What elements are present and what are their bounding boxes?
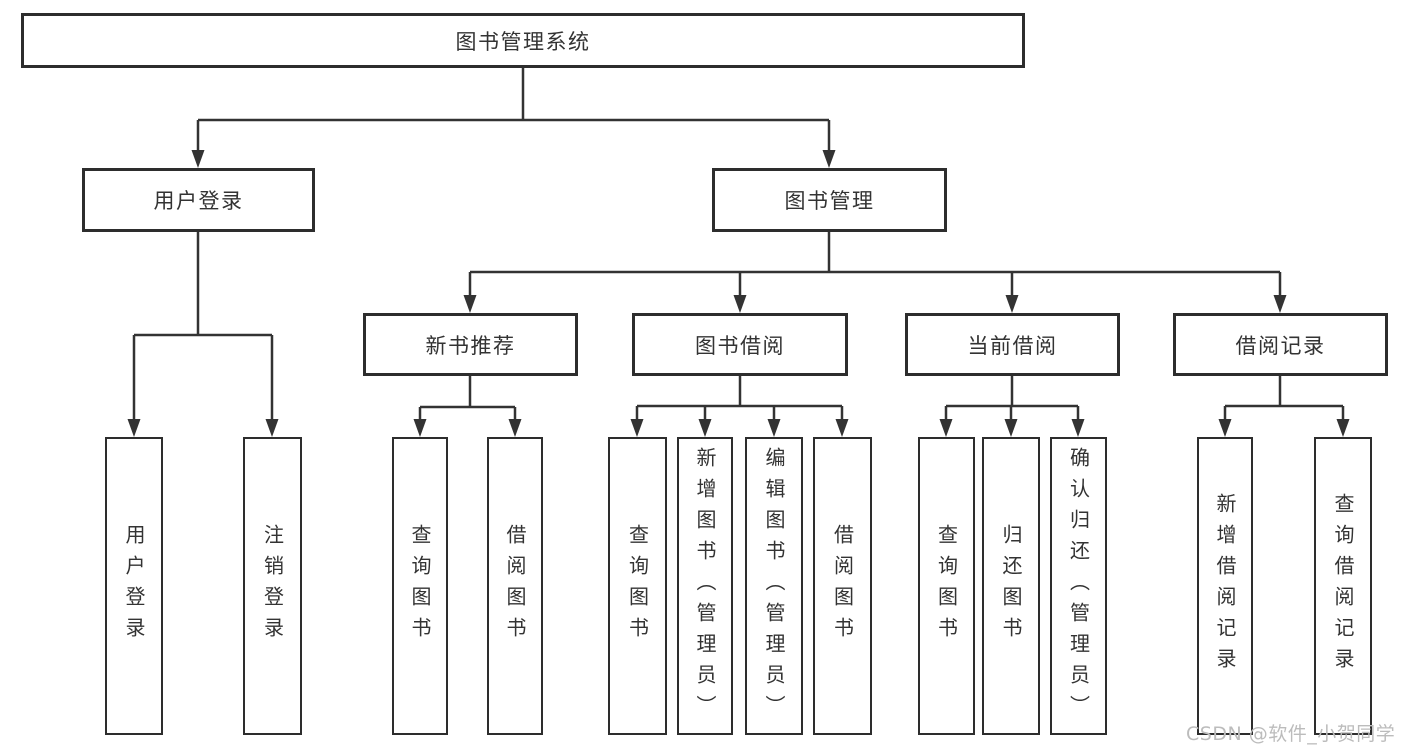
node-library-management-system-label: 图书管理系统	[455, 29, 591, 54]
leaf-return-book: 归还图书	[982, 437, 1040, 735]
arrowhead-icons	[127, 150, 1350, 437]
node-borrowing-records: 借阅记录	[1173, 313, 1388, 376]
leaf-add-book-admin: 新增图书（管理员）	[677, 437, 733, 735]
leaf-query-book-label: 查询图书	[934, 524, 959, 648]
leaf-edit-book-admin: 编辑图书（管理员）	[745, 437, 803, 735]
leaf-add-book-admin-label: 新增图书（管理员）	[693, 446, 717, 726]
leaf-query-book-under-current: 查询图书	[918, 437, 975, 735]
node-new-book-recommend-label: 新书推荐	[425, 333, 516, 358]
node-new-book-recommend: 新书推荐	[363, 313, 578, 376]
leaf-query-borrow-record: 查询借阅记录	[1314, 437, 1372, 735]
node-current-borrowing: 当前借阅	[905, 313, 1120, 376]
node-book-management: 图书管理	[712, 168, 947, 232]
node-book-borrowing: 图书借阅	[632, 313, 848, 376]
node-borrowing-records-label: 借阅记录	[1235, 333, 1326, 358]
leaf-add-borrow-record-label: 新增借阅记录	[1213, 493, 1237, 679]
leaf-query-book-under-recommend: 查询图书	[392, 437, 448, 735]
node-user-login-label: 用户登录	[153, 189, 244, 213]
node-book-management-label: 图书管理	[784, 189, 875, 213]
leaf-return-book-label: 归还图书	[999, 524, 1023, 648]
leaf-user-login-label: 用户登录	[122, 524, 146, 648]
leaf-edit-book-admin-label: 编辑图书（管理员）	[762, 446, 786, 726]
leaf-user-login: 用户登录	[105, 437, 163, 735]
leaf-borrow-book-under-recommend: 借阅图书	[487, 437, 543, 735]
leaf-confirm-return-admin-label: 确认归还（管理员）	[1066, 446, 1091, 726]
leaf-borrow-book-label: 借阅图书	[503, 524, 527, 648]
csdn-watermark: CSDN @软件_小贺同学	[1186, 723, 1396, 745]
leaf-borrow-book-under-borrowing: 借阅图书	[813, 437, 872, 735]
leaf-query-borrow-record-label: 查询借阅记录	[1331, 493, 1355, 679]
node-book-borrowing-label: 图书借阅	[695, 333, 785, 358]
node-library-management-system: 图书管理系统	[21, 13, 1025, 68]
leaf-add-borrow-record: 新增借阅记录	[1197, 437, 1253, 735]
leaf-logout: 注销登录	[243, 437, 302, 735]
leaf-confirm-return-admin: 确认归还（管理员）	[1050, 437, 1107, 735]
leaf-logout-label: 注销登录	[260, 524, 285, 648]
leaf-borrow-book-label: 借阅图书	[830, 524, 855, 648]
leaf-query-book-label: 查询图书	[625, 524, 650, 648]
node-user-login: 用户登录	[82, 168, 315, 232]
leaf-query-book-under-borrowing: 查询图书	[608, 437, 667, 735]
node-current-borrowing-label: 当前借阅	[967, 333, 1058, 358]
leaf-query-book-label: 查询图书	[408, 524, 432, 648]
